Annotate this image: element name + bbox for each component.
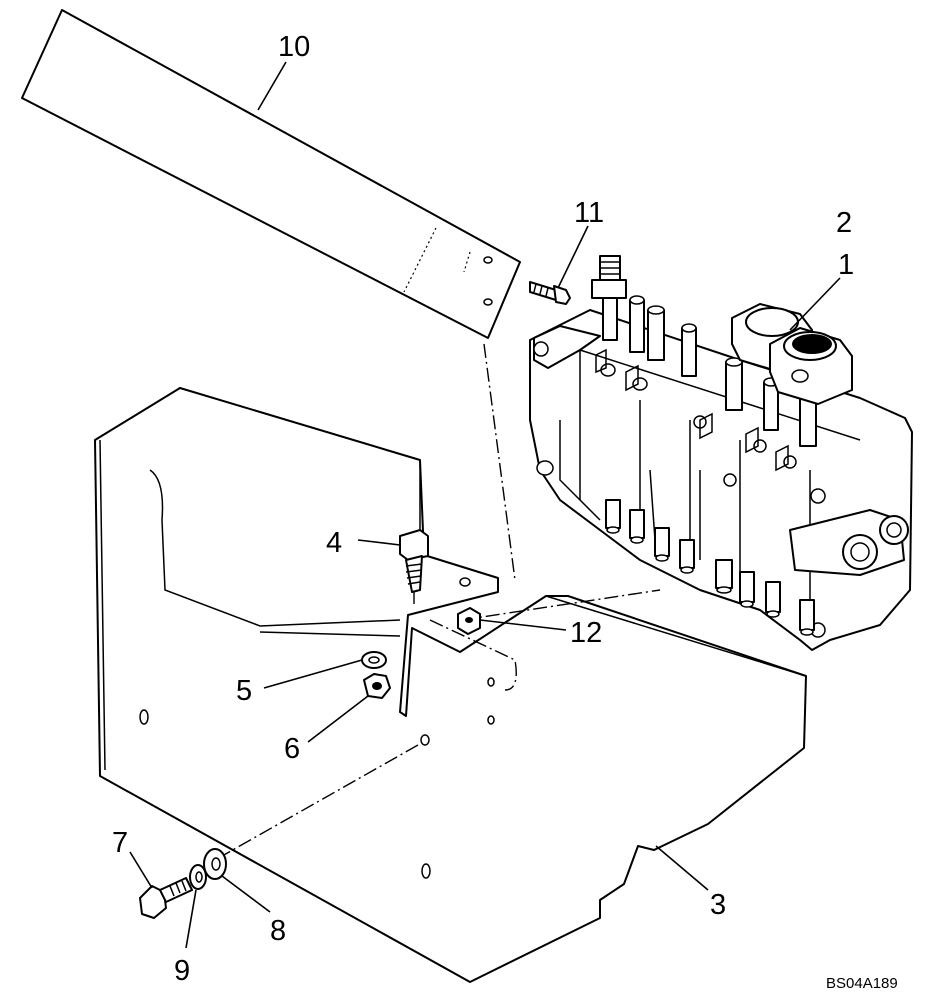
bolt-part-11 [529,281,571,305]
leader-6 [307,695,369,743]
leader-1 [789,277,841,331]
callout-7: 7 [112,827,128,859]
leader-11 [557,225,589,289]
washer-part-5 [361,651,387,669]
leader-7 [129,851,153,889]
control-valve-parts-1-2 [529,255,913,651]
callout-1: 1 [838,249,854,281]
callout-10: 10 [278,31,310,63]
nut-part-12 [457,607,481,635]
washer-part-8 [203,848,227,880]
callout-6: 6 [284,733,300,765]
side-panel-part-3 [94,387,807,983]
bolt-part-4 [399,529,429,593]
leader-9 [185,889,197,949]
callout-3: 3 [710,889,726,921]
leader-lines [129,61,841,949]
callout-8: 8 [270,915,286,947]
nut-part-6 [363,673,391,699]
callout-9: 9 [174,955,190,987]
leader-12 [479,619,567,631]
bolt-part-7 [139,877,193,919]
callout-5: 5 [236,675,252,707]
callout-4: 4 [326,527,342,559]
callout-12: 12 [570,617,602,649]
cover-plate-part-10 [21,9,521,339]
leader-8 [221,875,271,913]
callout-2: 2 [836,207,852,239]
leader-3 [655,845,709,891]
leader-5 [263,659,363,689]
leader-4 [357,539,401,546]
callout-labels: 10 11 2 1 4 12 5 6 7 3 8 9 [112,31,854,987]
reference-code: BS04A189 [826,975,898,992]
leader-10 [257,61,287,111]
callout-11: 11 [574,197,604,229]
lock-washer-part-9 [189,864,207,890]
